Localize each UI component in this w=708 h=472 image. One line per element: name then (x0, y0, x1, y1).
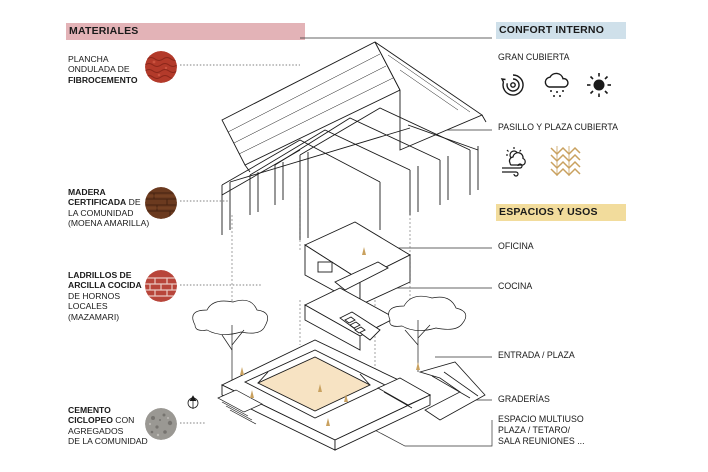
materials-header: MATERIALES (66, 23, 305, 40)
confort-label-gran-cubierta: GRAN CUBIERTA (498, 52, 570, 62)
wood-pattern-icon (550, 146, 581, 177)
espacio-label-cocina: COCINA (498, 281, 533, 291)
wood-figures (240, 247, 420, 426)
material-leader-lines (180, 64, 300, 424)
espacio-label-multiuso: ESPACIO MULTIUSO PLAZA / TETARO/ SALA RE… (498, 414, 585, 446)
material-label-cemento: CEMENTO CICLOPEO CON AGREGADOS DE LA COM… (68, 405, 148, 447)
wind-spiral-icon (500, 74, 524, 96)
tree-right (388, 295, 467, 372)
bleachers (377, 361, 486, 421)
rain-cloud-icon (544, 72, 569, 97)
cemento-swatch (145, 408, 177, 440)
material-label-ladrillos: LADRILLOS DE ARCILLA COCIDA DE HORNOS LO… (68, 270, 142, 322)
left-steps (217, 389, 263, 425)
fibrocemento-swatch (145, 51, 177, 83)
sun-icon (587, 73, 611, 97)
espacio-label-entrada: ENTRADA / PLAZA (498, 350, 575, 360)
base-platform (220, 339, 432, 451)
material-label-madera: MADERA CERTIFICADA DE LA COMUNIDAD (MOEN… (68, 187, 150, 229)
compass-icon (187, 395, 199, 409)
office-volume (304, 221, 411, 306)
sun-cloud-wind-icon (502, 147, 526, 177)
confort-header: CONFORT INTERNO (496, 22, 626, 39)
tree-left (192, 299, 268, 380)
espacio-label-graderias: GRADERÍAS (498, 394, 550, 404)
espacio-label-oficina: OFICINA (498, 241, 534, 251)
material-label-fibrocemento: PLANCHA ONDULADA DE FIBROCEMENTO (68, 54, 138, 85)
ladrillo-swatch (145, 270, 177, 302)
espacios-header: ESPACIOS Y USOS (496, 204, 626, 221)
kitchen-volume (304, 287, 396, 351)
confort-label-pasillo: PASILLO Y PLAZA CUBIERTA (498, 122, 618, 132)
madera-swatch (145, 187, 177, 219)
roof (221, 41, 487, 173)
roof-trusses (221, 107, 479, 240)
